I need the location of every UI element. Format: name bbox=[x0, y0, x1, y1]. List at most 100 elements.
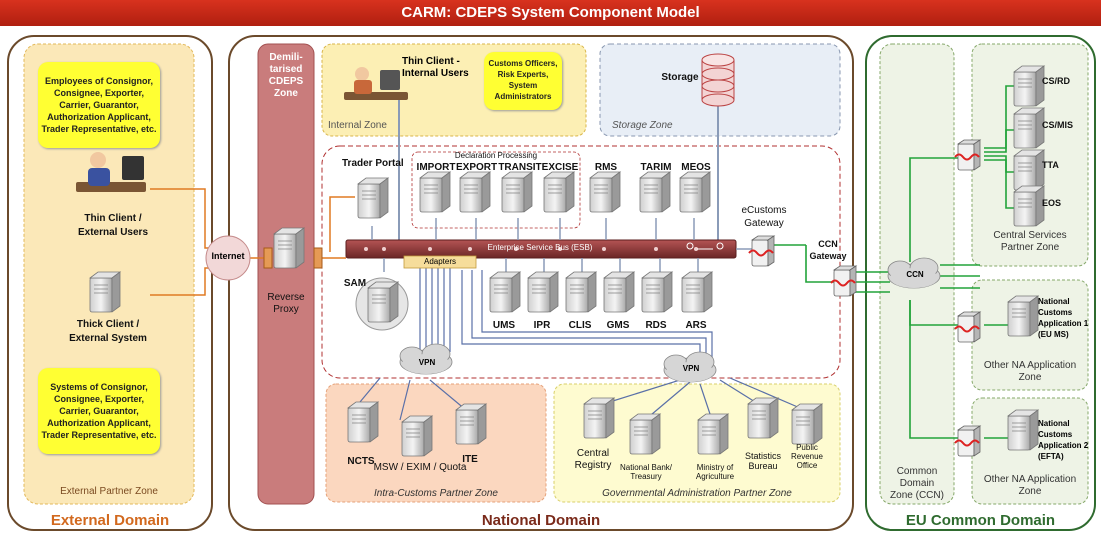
thin-client-internal-line1: Thin Client - bbox=[402, 56, 460, 67]
declaration-processing-label: Declaration Processing bbox=[454, 151, 538, 160]
common-domain-line1: Common bbox=[896, 466, 938, 477]
common-domain-zone-label: Common Domain Zone (CCN) bbox=[880, 466, 954, 502]
reverse-proxy-label: Reverse Proxy bbox=[258, 292, 314, 316]
rds-label: RDS bbox=[645, 320, 667, 331]
thick-client-external-line2: External System bbox=[69, 333, 147, 344]
csrd-label: CS/RD bbox=[1042, 76, 1071, 86]
thin-client-external-line2: External Users bbox=[77, 227, 149, 238]
eos-label: EOS bbox=[1042, 198, 1062, 208]
external-partner-zone-label: External Partner Zone bbox=[60, 486, 158, 497]
gms-label: GMS bbox=[606, 320, 630, 331]
ccn-gateway-line2: Gateway bbox=[809, 251, 847, 261]
thick-client-external-label: Thick Client / External System bbox=[50, 318, 166, 346]
excise-label: EXCISE bbox=[541, 162, 579, 173]
reverse-proxy-line2: Proxy bbox=[273, 304, 299, 315]
statistics-bureau-label: Statistics Bureau bbox=[736, 451, 790, 472]
statistics-bureau-line2: Bureau bbox=[748, 460, 778, 471]
ums-label: UMS bbox=[492, 320, 516, 331]
ccn-gateway-label: CCN Gateway bbox=[806, 238, 850, 262]
internal-zone-label: Internal Zone bbox=[328, 120, 387, 131]
other-na2-line1: Other NA Application bbox=[983, 474, 1077, 485]
reverse-proxy-line1: Reverse bbox=[267, 292, 305, 303]
vpn-gov-label: VPN bbox=[682, 364, 700, 373]
other-na-zone-1-label: Other NA Application Zone bbox=[972, 360, 1088, 384]
thin-client-internal-line2: Internal Users bbox=[402, 68, 469, 79]
dmz-zone-line2: tarised bbox=[269, 64, 303, 75]
ncts-label: NCTS bbox=[347, 456, 375, 467]
ministry-agriculture-line1: Ministry of bbox=[696, 463, 734, 472]
nca2-line3: Application 2 bbox=[1038, 441, 1089, 450]
export-label: EXPORT bbox=[456, 162, 498, 173]
ecustoms-gateway-line1: eCustoms bbox=[741, 205, 787, 216]
tarim-label: TARIM bbox=[640, 162, 672, 173]
nca2-line4: (EFTA) bbox=[1038, 452, 1064, 461]
external-users-callout: Employees of Consignor, Consignee, Expor… bbox=[38, 62, 160, 148]
national-bank-label: National Bank/ Treasury bbox=[616, 463, 676, 482]
other-na1-line2: Zone bbox=[1018, 372, 1042, 383]
central-services-zone-label: Central Services Partner Zone bbox=[972, 230, 1088, 254]
common-domain-line3: Zone (CCN) bbox=[890, 490, 944, 501]
thick-client-external-line1: Thick Client / bbox=[76, 319, 140, 330]
central-registry-line1: Central bbox=[576, 448, 610, 459]
sam-label: SAM bbox=[343, 278, 367, 289]
dmz-zone-label: Demili- tarised CDEPS Zone bbox=[258, 52, 314, 100]
transit-label: TRANSIT bbox=[498, 162, 542, 173]
national-domain-label: National Domain bbox=[481, 512, 601, 529]
dmz-zone-line4: Zone bbox=[274, 88, 298, 99]
import-label: IMPORT bbox=[416, 162, 456, 173]
ccn-cloud-label: CCN bbox=[906, 270, 924, 279]
nca1-label: National Customs Application 1 (EU MS) bbox=[1038, 296, 1092, 340]
internet-label: Internet bbox=[211, 251, 245, 261]
central-services-line1: Central Services bbox=[993, 230, 1067, 241]
common-domain-line2: Domain bbox=[899, 478, 935, 489]
clis-label: CLIS bbox=[568, 320, 592, 331]
ecustoms-gateway-line2: Gateway bbox=[744, 218, 784, 229]
msw-exim-quota-label: MSW / EXIM / Quota bbox=[373, 462, 467, 473]
ipr-label: IPR bbox=[533, 320, 551, 331]
statistics-bureau-line1: Statistics bbox=[744, 451, 781, 461]
eu-common-domain-label: EU Common Domain bbox=[905, 512, 1056, 529]
public-revenue-line1: Public bbox=[796, 443, 818, 452]
ministry-agriculture-line2: Agriculture bbox=[695, 471, 735, 481]
rms-label: RMS bbox=[594, 162, 618, 173]
public-revenue-line3: Office bbox=[796, 460, 818, 470]
esb-label: Enterprise Service Bus (ESB) bbox=[487, 243, 593, 252]
csmis-label: CS/MIS bbox=[1042, 120, 1074, 130]
nca2-line2: Customs bbox=[1038, 430, 1073, 439]
public-revenue-line2: Revenue bbox=[790, 451, 824, 461]
dmz-zone-line1: Demili- bbox=[269, 52, 303, 63]
adapters-label: Adapters bbox=[423, 257, 457, 266]
ministry-agriculture-label: Ministry of Agriculture bbox=[688, 463, 742, 482]
nca1-line1: National bbox=[1038, 297, 1070, 306]
dmz-zone-line3: CDEPS bbox=[268, 76, 304, 87]
internet-icon bbox=[205, 235, 251, 281]
thin-client-internal-label: Thin Client - Internal Users bbox=[402, 56, 482, 80]
tta-label: TTA bbox=[1042, 160, 1059, 170]
ite-label: ITE bbox=[462, 454, 478, 465]
ecustoms-gateway-label: eCustoms Gateway bbox=[736, 204, 792, 230]
thin-client-external-label: Thin Client / External Users bbox=[58, 212, 168, 240]
nca1-line4: (EU MS) bbox=[1038, 330, 1069, 339]
vpn-intra-label: VPN bbox=[418, 358, 436, 367]
thin-client-external-line1: Thin Client / bbox=[84, 213, 142, 224]
central-registry-line2: Registry bbox=[574, 460, 612, 471]
governmental-zone-label: Governmental Administration Partner Zone bbox=[602, 488, 792, 499]
other-na1-line1: Other NA Application bbox=[983, 360, 1077, 371]
diagram-title: CARM: CDEPS System Component Model bbox=[0, 0, 1101, 26]
central-registry-label: Central Registry bbox=[568, 448, 618, 472]
national-bank-line1: National Bank/ bbox=[619, 463, 673, 472]
other-na-zone-2-label: Other NA Application Zone bbox=[972, 474, 1088, 498]
external-systems-callout: Systems of Consignor, Consignee, Exporte… bbox=[38, 368, 160, 454]
storage-label: Storage bbox=[661, 72, 699, 83]
other-na2-line2: Zone bbox=[1018, 486, 1042, 497]
nca1-line3: Application 1 bbox=[1038, 319, 1089, 328]
nca2-line1: National bbox=[1038, 419, 1070, 428]
trader-portal-label: Trader Portal bbox=[342, 158, 404, 169]
national-bank-line2: Treasury bbox=[630, 471, 662, 481]
meos-label: MEOS bbox=[681, 162, 711, 173]
internal-users-callout: Customs Officers, Risk Experts, System A… bbox=[484, 52, 562, 110]
external-domain-label: External Domain bbox=[50, 512, 170, 529]
public-revenue-office-label: Public Revenue Office bbox=[784, 443, 830, 470]
nca2-label: National Customs Application 2 (EFTA) bbox=[1038, 418, 1092, 462]
